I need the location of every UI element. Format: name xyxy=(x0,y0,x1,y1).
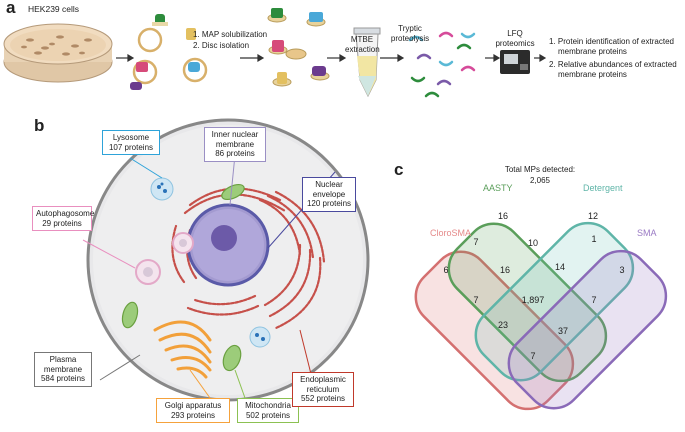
region-all: 1,897 xyxy=(522,295,545,305)
venn-label-cloro: CloroSMA xyxy=(430,228,471,238)
tryptic-line2: proteolysis xyxy=(390,34,430,43)
plasma-count: 584 proteins xyxy=(40,374,86,383)
outcome2-line2: membrane proteins xyxy=(558,70,627,79)
lysosome-count: 107 proteins xyxy=(108,142,154,152)
lfq-line1: LFQ xyxy=(507,29,523,38)
region-aasty-only: 16 xyxy=(498,211,508,221)
venn-diagram: CloroSMA AASTY Detergent SMA 16 12 7 10 … xyxy=(414,183,668,411)
membrane-proteins-icon xyxy=(130,14,200,90)
mito-name: Mitochondria xyxy=(245,401,291,410)
region-cloro-aasty: 7 xyxy=(473,237,478,247)
region-det-sma: 1 xyxy=(591,234,596,244)
region-det-only: 12 xyxy=(588,211,598,221)
golgi-icon xyxy=(153,320,212,379)
venn-set-detergent xyxy=(474,221,635,382)
mtbe-line2: extraction xyxy=(345,45,380,54)
region-sma-only: 3 xyxy=(619,265,624,275)
nuclear-envelope-line2: envelope xyxy=(312,189,346,199)
petri-dish-icon xyxy=(3,23,113,83)
panel-a-illustration xyxy=(3,8,547,98)
region-cloro-det-sma: 23 xyxy=(498,320,508,330)
region-cloro-sma: 7 xyxy=(530,351,535,361)
panel-c-letter: c xyxy=(394,160,404,179)
peptides-icon xyxy=(408,31,476,98)
membrane-vesicles-icon xyxy=(132,27,208,85)
outcome1-line2: membrane proteins xyxy=(558,47,627,56)
plasma-line2: membrane xyxy=(43,364,83,374)
inner-nuclear-line2: membrane xyxy=(215,139,255,149)
er-line1: Endoplasmic xyxy=(300,375,346,384)
label-plasma-membrane: Plasma membrane 584 proteins xyxy=(34,352,92,387)
inner-nuclear-count: 86 proteins xyxy=(215,149,255,158)
lfq-label: LFQ proteomics xyxy=(492,29,538,49)
region-aasty-det: 10 xyxy=(528,238,538,248)
venn-label-aasty: AASTY xyxy=(483,183,513,193)
lysosome-icon xyxy=(150,177,271,348)
tryptic-label: Tryptic proteolysis xyxy=(385,24,435,44)
tube-icon xyxy=(353,27,381,98)
lysosome-name: Lysosome xyxy=(112,133,150,142)
label-lysosome: Lysosome 107 proteins xyxy=(102,130,160,155)
nuclear-envelope-line1: Nuclear xyxy=(315,180,343,189)
outcome2: 2. Relative abundances of extracted memb… xyxy=(549,60,677,80)
venn-set-aasty xyxy=(447,222,608,383)
golgi-name: Golgi apparatus xyxy=(164,401,222,410)
mito-count: 502 proteins xyxy=(245,410,291,420)
outcome1: 1. Protein identification of extracted m… xyxy=(549,37,674,57)
golgi-count: 293 proteins xyxy=(170,410,216,420)
autophagosome-name: Autophagosome xyxy=(36,209,95,218)
venn-set-cloro xyxy=(414,250,575,411)
region-cloro-det: 7 xyxy=(473,295,478,305)
cell-illustration xyxy=(82,118,370,402)
label-er: Endoplasmic reticulum 552 proteins xyxy=(292,372,354,407)
er-count: 552 proteins xyxy=(300,394,346,403)
step2-label: 2. Disc isolation xyxy=(193,41,250,50)
label-mitochondria: Mitochondria 502 proteins xyxy=(237,398,299,423)
panel-b-letter: b xyxy=(34,116,45,135)
region-aasty-sma: 7 xyxy=(591,295,596,305)
label-golgi: Golgi apparatus 293 proteins xyxy=(156,398,230,423)
label-nuclear-envelope: Nuclear envelope 120 proteins xyxy=(302,177,356,212)
autophagosome-count: 29 proteins xyxy=(42,218,82,228)
total-value: 2,065 xyxy=(529,176,551,185)
outcome1-line1: 1. Protein identification of extracted xyxy=(549,37,674,46)
mass-spectrometer-icon xyxy=(500,50,530,74)
lfq-line2: proteomics xyxy=(495,39,535,48)
label-inner-nuclear-membrane: Inner nuclear membrane 86 proteins xyxy=(204,127,266,162)
er-line2: reticulum xyxy=(306,384,340,394)
panel-a-letter: a xyxy=(6,0,16,17)
total-label: Total MPs detected: xyxy=(504,165,576,174)
region-aasty-det-sma: 14 xyxy=(555,262,565,272)
venn-set-sma xyxy=(507,249,668,410)
mtbe-line1: MTBE xyxy=(350,35,374,44)
venn-label-detergent: Detergent xyxy=(583,183,623,193)
step1-label: 1. MAP solubilization xyxy=(193,30,268,39)
label-autophagosome: Autophagosome 29 proteins xyxy=(32,206,95,231)
region-cloro-only: 6 xyxy=(443,265,448,275)
plasma-line1: Plasma xyxy=(49,355,77,364)
venn-label-sma: SMA xyxy=(637,228,657,238)
cells-label: HEK239 cells xyxy=(28,4,80,14)
nanodiscs-icon xyxy=(267,8,330,87)
inner-nuclear-line1: Inner nuclear xyxy=(211,130,259,139)
mitochondria-icon xyxy=(121,183,245,372)
outcome2-line1: 2. Relative abundances of extracted xyxy=(549,60,677,69)
autophagosome-icon xyxy=(135,232,194,285)
nuclear-envelope-count: 120 proteins xyxy=(306,199,352,208)
region-cloro-aasty-sma: 37 xyxy=(558,326,568,336)
mtbe-label: MTBE extraction xyxy=(345,35,380,55)
region-cloro-aasty-det: 16 xyxy=(500,265,510,275)
tryptic-line1: Tryptic xyxy=(398,24,422,33)
